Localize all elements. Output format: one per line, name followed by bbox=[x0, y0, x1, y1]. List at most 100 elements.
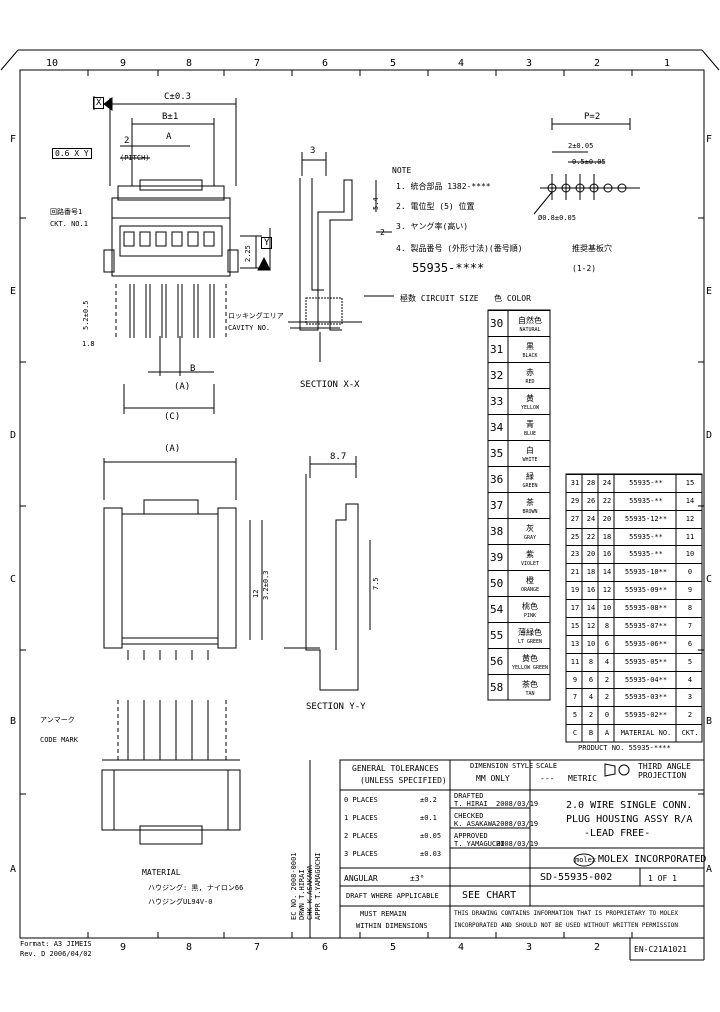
size-cell: 23 bbox=[570, 550, 580, 559]
size-cell: 55935-** bbox=[629, 532, 663, 541]
size-cell: A bbox=[604, 729, 610, 738]
dim-a: A bbox=[166, 132, 172, 142]
size-cell: 2 bbox=[604, 675, 610, 684]
size-cell: 55935-08** bbox=[624, 604, 668, 613]
size-cell: 24 bbox=[586, 514, 596, 523]
circuit-1-jp: 回路番号1 bbox=[50, 208, 83, 216]
size-cell: 55935-12** bbox=[624, 514, 668, 523]
color-name-jp: 黄色 bbox=[522, 654, 538, 663]
size-cell: 10 bbox=[586, 639, 596, 648]
product-no: PRODUCT NO. 55935-**** bbox=[578, 744, 671, 752]
color-name-jp: 自然色 bbox=[518, 316, 542, 325]
title-block-lines bbox=[309, 759, 705, 961]
section-x-dim-2: 2 bbox=[380, 228, 385, 237]
drafted-date: 2008/03/19 bbox=[496, 800, 539, 808]
pcb-tol-1: 2±0.05 bbox=[568, 142, 594, 150]
company-name: MOLEX INCORPORATED bbox=[598, 854, 707, 865]
sheet-number: 1 OF 1 bbox=[648, 874, 677, 883]
size-cell: 13 bbox=[570, 639, 580, 648]
dim-bottom-c: (C) bbox=[164, 412, 181, 422]
size-cell: 24 bbox=[602, 479, 612, 487]
lock-area-jp: ロッキングエリア bbox=[228, 312, 284, 320]
size-cell: 8 bbox=[604, 621, 610, 630]
angular-value: ±3° bbox=[410, 874, 425, 883]
size-cell: 20 bbox=[602, 514, 612, 523]
size-cell: 29 bbox=[570, 496, 580, 505]
size-cell: 6 bbox=[604, 639, 610, 648]
color-code: 50 bbox=[490, 577, 504, 590]
size-cell: 55935-10** bbox=[624, 568, 668, 577]
row-label-C: C bbox=[10, 574, 17, 585]
size-cell: C bbox=[572, 729, 578, 738]
lock-area-en: CAVITY NO. bbox=[228, 324, 271, 332]
circuits-label: 極数 CIRCUIT SIZE bbox=[400, 294, 479, 303]
color-name-en: YELLOW bbox=[520, 405, 540, 411]
tolerance-value: ±0.05 bbox=[420, 832, 442, 840]
color-code: 56 bbox=[490, 655, 504, 668]
size-cell: 21 bbox=[570, 568, 580, 577]
checked-date: 2008/03/19 bbox=[496, 820, 539, 828]
color-code: 34 bbox=[490, 421, 504, 434]
dim-overall: C±0.3 bbox=[164, 92, 192, 102]
size-cell: 22 bbox=[586, 532, 596, 541]
bottom-view bbox=[101, 700, 241, 845]
tolerance-label: 0 PLACES bbox=[344, 796, 378, 804]
color-name-en: PINK bbox=[523, 613, 537, 619]
checked-value: K. ASAKAWA bbox=[454, 820, 497, 828]
color-name-en: GREEN bbox=[522, 483, 538, 489]
size-cell: 11 bbox=[570, 657, 580, 666]
col-label-3: 3 bbox=[526, 58, 533, 69]
color-name-en: ORANGE bbox=[520, 587, 540, 593]
color-code: 39 bbox=[490, 551, 504, 564]
row-label-D: D bbox=[10, 430, 17, 441]
material-line-2: ハウジングUL94V-0 bbox=[148, 898, 213, 906]
material-line-1: ハウジング: 黒, ナイロン66 bbox=[148, 884, 244, 892]
tolerance-label: 1 PLACES bbox=[344, 814, 378, 822]
col-label-bottom-7: 7 bbox=[254, 942, 261, 953]
note-3: 3. ヤング率(高い) bbox=[396, 222, 469, 231]
size-cell: 55935-09** bbox=[624, 586, 668, 595]
unless-specified: (UNLESS SPECIFIED) bbox=[360, 776, 447, 785]
note-part-example: 55935-**** bbox=[412, 261, 485, 275]
dim-pitch-label: (PITCH) bbox=[120, 154, 150, 162]
polar-mark-en: CODE MARK bbox=[40, 736, 78, 744]
size-cell: 15 bbox=[570, 621, 580, 630]
draft-warning-3: WITHIN DIMENSIONS bbox=[356, 922, 428, 930]
proprietary-1: THIS DRAWING CONTAINS INFORMATION THAT I… bbox=[454, 910, 678, 917]
tolerance-label: 2 PLACES bbox=[344, 832, 378, 840]
approved-label: APPROVED bbox=[454, 832, 488, 840]
col-label-bottom-6: 6 bbox=[322, 942, 329, 953]
draft-warning-2: MUST REMAIN bbox=[360, 910, 407, 918]
size-cell: 7 bbox=[687, 621, 693, 630]
col-label-9: 9 bbox=[120, 58, 127, 69]
section-x-title: SECTION X-X bbox=[300, 380, 360, 390]
color-code: 33 bbox=[490, 395, 504, 408]
size-cell: 55935-02** bbox=[624, 711, 668, 720]
size-cell: 55935-05** bbox=[624, 657, 668, 666]
color-name-jp: 灰 bbox=[526, 524, 534, 533]
scale-value: --- bbox=[540, 774, 555, 783]
size-cell: 55935-06** bbox=[624, 639, 668, 648]
color-code: 30 bbox=[490, 317, 504, 330]
size-cell: CKT. bbox=[681, 729, 699, 738]
dim-height-2: 5.2±0.5 bbox=[82, 300, 90, 330]
size-cell: 55935-** bbox=[629, 479, 663, 487]
dim-b: B±1 bbox=[162, 112, 179, 122]
note-title: NOTE bbox=[392, 166, 412, 175]
metric-label: METRIC bbox=[568, 774, 597, 783]
color-code: 38 bbox=[490, 525, 504, 538]
pcb-title-en: (1-2) bbox=[572, 264, 597, 273]
